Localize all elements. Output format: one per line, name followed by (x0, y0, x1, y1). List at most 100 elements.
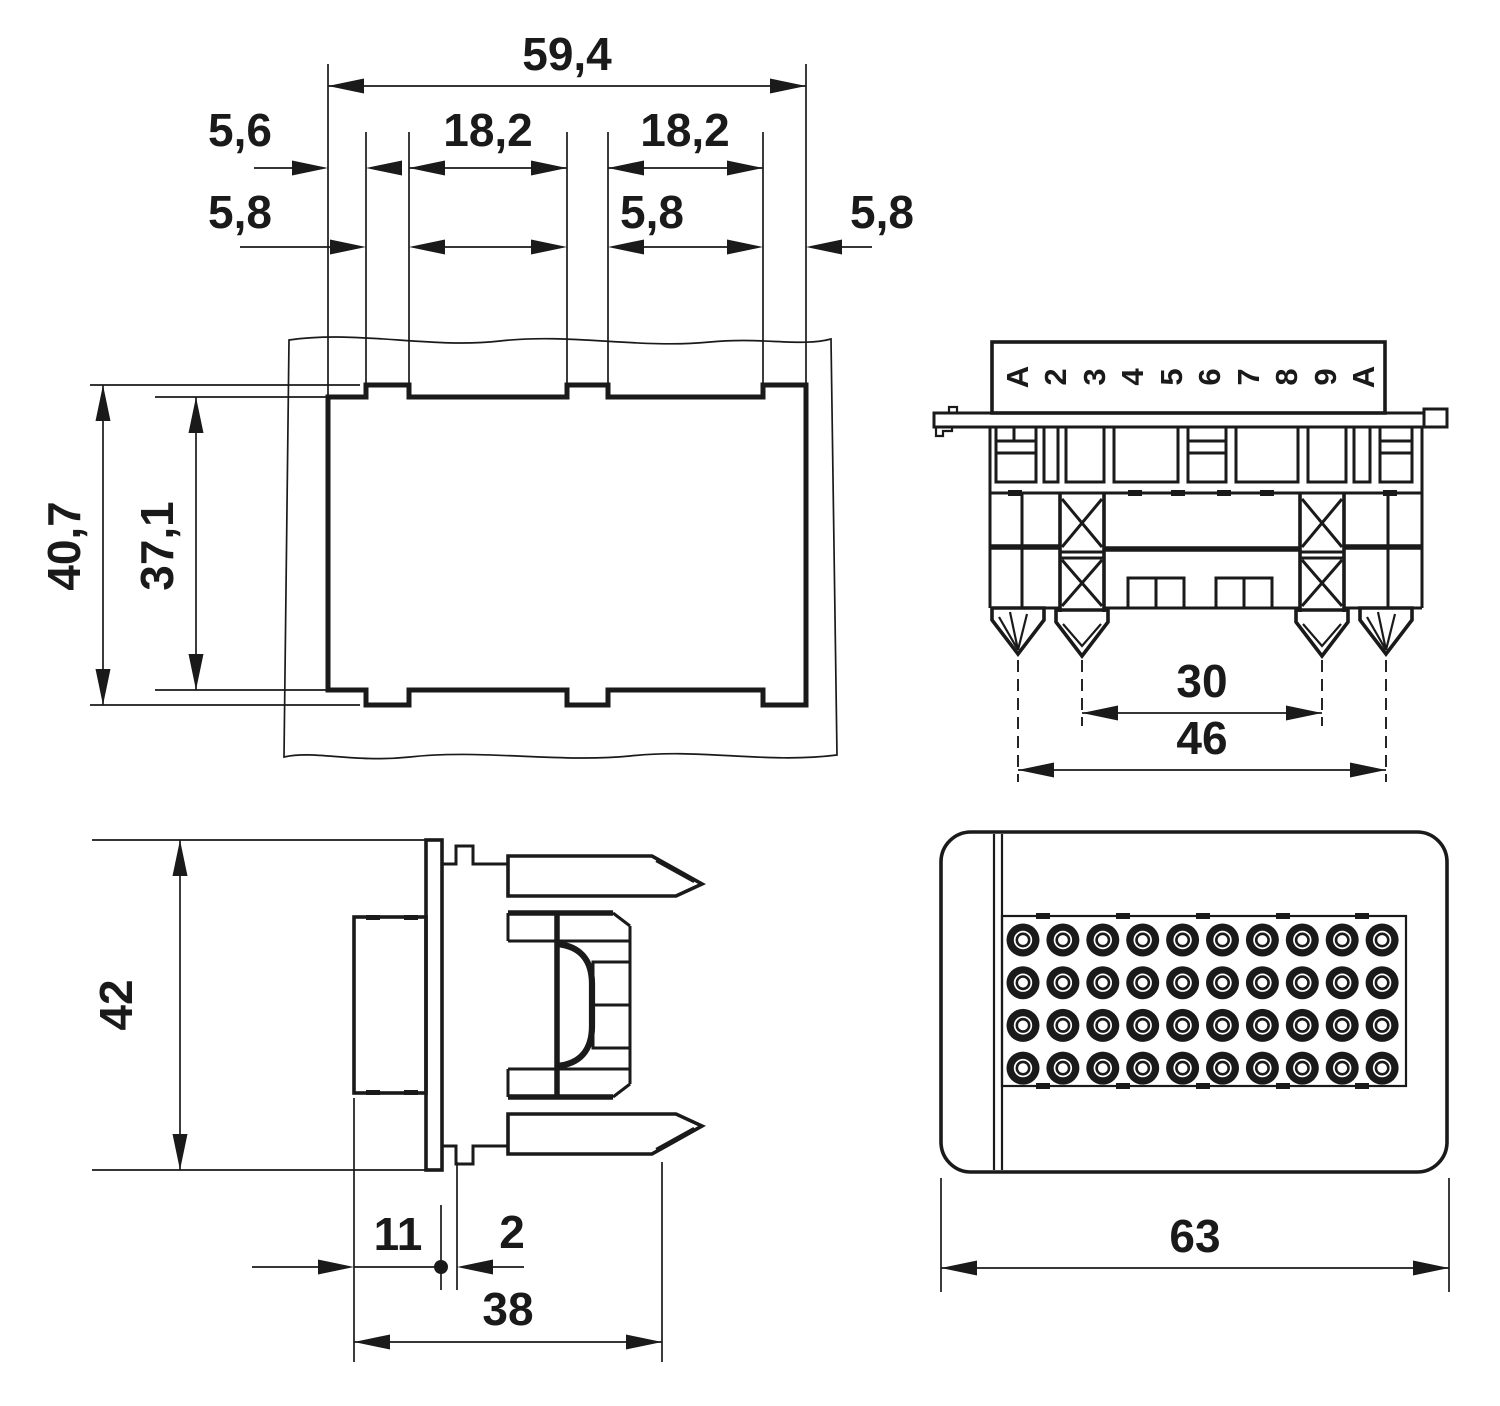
contact-socket (1334, 975, 1350, 991)
pin-label: 4 (1115, 368, 1150, 386)
contact-socket (1334, 932, 1350, 948)
contact-socket (1215, 1017, 1231, 1033)
contact-socket (1175, 1060, 1191, 1076)
bottom-step (442, 1144, 520, 1166)
flange-hook (934, 427, 954, 438)
side-wall-lines (992, 834, 1004, 1170)
dim-height: 42 (90, 839, 426, 1171)
contact-socket (1215, 1060, 1231, 1076)
dim-label-notch-3: 5,8 (850, 186, 914, 238)
dim-label-height-outer: 40,7 (38, 501, 90, 591)
contact-socket (1254, 932, 1270, 948)
contact-socket (1294, 1060, 1310, 1076)
cutout-extension-lines (90, 64, 807, 706)
contact-socket (1015, 1060, 1031, 1076)
contact-socket (1095, 975, 1111, 991)
dim-label-pitch-2: 18,2 (640, 104, 730, 156)
contact-socket (1334, 1060, 1350, 1076)
contact-grid (1006, 923, 1399, 1085)
snap-foot-outer-right (1358, 606, 1414, 657)
pin-label: 9 (1308, 368, 1343, 385)
cutout-outline (325, 382, 809, 708)
panel-torn-edge (283, 336, 838, 760)
dim-heights: 40,7 37,1 (38, 385, 204, 705)
dim-row-notches: 5,8 5,8 5,8 (208, 186, 914, 255)
contact-socket (1374, 1060, 1390, 1076)
dim-label-height-inner: 37,1 (131, 501, 183, 591)
dim-label-height: 42 (90, 979, 142, 1030)
contact-socket (1135, 932, 1151, 948)
plug-body (352, 915, 428, 1095)
pin-label: A (1346, 366, 1381, 388)
contact-socket (1254, 1060, 1270, 1076)
contact-socket (1135, 975, 1151, 991)
contact-socket (1135, 1060, 1151, 1076)
dim-label-face-width: 63 (1169, 1210, 1220, 1262)
dim-label-pitch-1: 18,2 (443, 104, 533, 156)
lattice-pillar-right (1294, 493, 1350, 659)
contact-socket (1175, 932, 1191, 948)
pin-label: A (1000, 366, 1035, 388)
dim-spacing-inner: 30 (1082, 655, 1322, 721)
dim-label-notch-2: 5,8 (620, 186, 684, 238)
contact-socket (1334, 1017, 1350, 1033)
contact-socket (1055, 1017, 1071, 1033)
flange-plate (424, 838, 444, 1172)
contact-socket (1055, 932, 1071, 948)
contact-socket (1374, 1017, 1390, 1033)
contact-socket (1055, 1060, 1071, 1076)
latch-arm-top (506, 854, 706, 898)
contact-socket (1095, 932, 1111, 948)
contact-socket (1175, 1017, 1191, 1033)
latch-arm-bottom (506, 1112, 706, 1156)
contact-socket (1135, 1017, 1151, 1033)
contact-socket (1095, 1017, 1111, 1033)
dim-depths: 11 2 38 (252, 1098, 663, 1362)
pin-label: 5 (1154, 368, 1189, 385)
contact-socket (1374, 975, 1390, 991)
contact-socket (1374, 932, 1390, 948)
contact-socket (1095, 1060, 1111, 1076)
dim-dot-terminator (434, 1260, 448, 1274)
flange-tab (1422, 407, 1449, 429)
pin-label: 2 (1038, 368, 1073, 385)
dim-label-spacing-inner: 30 (1176, 655, 1227, 707)
contact-socket (1215, 975, 1231, 991)
contact-socket (1294, 1017, 1310, 1033)
pin-label: 3 (1077, 368, 1112, 385)
body-lower-section (990, 490, 1422, 610)
foot-centerlines (1017, 660, 1387, 782)
dim-width-total: 59,4 (328, 28, 806, 94)
lattice-pillar-left (1054, 493, 1110, 659)
dim-label-panel-thickness: 2 (499, 1206, 525, 1258)
dim-face-width: 63 (940, 1178, 1450, 1292)
pin-label: 7 (1231, 368, 1266, 385)
side-view: 42 11 2 38 (90, 838, 706, 1362)
edge-dashes (1008, 490, 1397, 496)
dim-label-width-total: 59,4 (522, 28, 612, 80)
contact-socket (1294, 975, 1310, 991)
contact-socket (1294, 932, 1310, 948)
dim-label-offset-left: 5,6 (208, 104, 272, 156)
contact-socket (1055, 975, 1071, 991)
contact-socket (1015, 1017, 1031, 1033)
pin-labels: A 2 3 4 5 6 7 8 9 A (1000, 366, 1381, 388)
contact-socket (1015, 932, 1031, 948)
contact-socket (1015, 975, 1031, 991)
contact-socket (1254, 1017, 1270, 1033)
dim-label-front-depth: 11 (374, 1208, 423, 1260)
snap-foot-outer-left (990, 606, 1046, 657)
face-view: 63 (939, 830, 1450, 1292)
plug-body-ticks (366, 915, 418, 1095)
contact-socket (1215, 932, 1231, 948)
dim-label-notch-1: 5,8 (208, 186, 272, 238)
dim-spacing-outer: 46 (1018, 712, 1386, 778)
contact-socket (1175, 975, 1191, 991)
panel-cutout-view: 59,4 5,6 18,2 18,2 (38, 28, 914, 760)
face-housing (939, 830, 1449, 1174)
contact-field-ticks (1036, 913, 1369, 1089)
top-step (442, 844, 520, 866)
dim-row-pitch: 5,6 18,2 18,2 (208, 104, 763, 176)
